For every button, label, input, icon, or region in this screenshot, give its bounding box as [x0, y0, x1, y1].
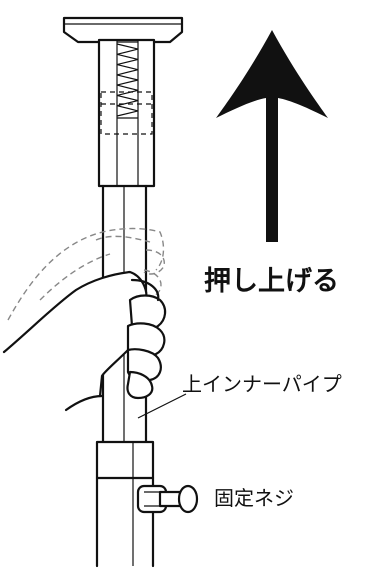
- leader-lines: [137, 393, 187, 419]
- push-up-label: 押し上げる: [204, 266, 339, 297]
- spring-coil: [116, 41, 139, 119]
- upper-sleeve: [97, 38, 156, 188]
- fixing-screw-label: 固定ネジ: [214, 486, 294, 510]
- top-pad: [62, 16, 184, 44]
- fixing-screw: [136, 484, 199, 514]
- up-arrow-icon: [216, 30, 328, 242]
- upper-inner-pipe-label: 上インナーパイプ: [182, 372, 342, 396]
- lower-outer-pipe: [95, 440, 155, 568]
- gripping-hand: [2, 270, 167, 412]
